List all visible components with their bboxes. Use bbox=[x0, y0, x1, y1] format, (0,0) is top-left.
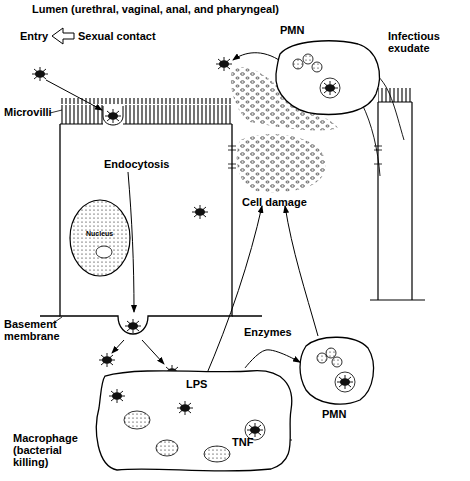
part-label: Infectious exudate bbox=[388, 30, 460, 54]
macrophage-nucleus bbox=[204, 446, 230, 462]
gonococcus bbox=[192, 205, 208, 219]
cell-outline bbox=[60, 124, 232, 334]
release-arrow bbox=[233, 53, 282, 62]
endocytic-pit bbox=[103, 106, 123, 125]
signal-arrow bbox=[245, 350, 300, 368]
epithelial-cell bbox=[370, 102, 425, 300]
cell-membrane bbox=[96, 371, 291, 471]
cell-membrane bbox=[300, 337, 374, 404]
entry-arrow bbox=[52, 28, 74, 44]
part-label: Enzymes bbox=[244, 326, 292, 338]
pmn-nucleus-lobe bbox=[293, 59, 303, 69]
phagosome bbox=[320, 78, 340, 98]
gonococcus bbox=[109, 389, 125, 403]
gonococcus bbox=[177, 401, 193, 415]
gonococcus bbox=[322, 81, 338, 95]
pmn-nucleus-lobe bbox=[317, 353, 327, 363]
macrophage-nucleus bbox=[124, 411, 150, 429]
part-label: TNF bbox=[232, 436, 253, 448]
cell-label: PMN bbox=[322, 408, 346, 420]
part-label: LPS bbox=[186, 378, 207, 390]
phagosome bbox=[335, 372, 355, 392]
lps-arrow bbox=[205, 206, 262, 378]
microvilli bbox=[60, 98, 232, 124]
endocytosis-arrow bbox=[128, 172, 134, 312]
part-label: Cell damage bbox=[242, 196, 307, 208]
cell-nucleus bbox=[70, 200, 130, 276]
part-label: Endocytosis bbox=[104, 158, 169, 170]
transcytosis-arrow bbox=[112, 340, 124, 353]
gonococcus bbox=[125, 319, 141, 333]
apical-membrane bbox=[60, 124, 232, 125]
cell-outline bbox=[272, 22, 384, 116]
gonococcus bbox=[105, 109, 121, 123]
gonococcus bbox=[216, 57, 232, 71]
cell-debris bbox=[237, 134, 326, 192]
nucleolus bbox=[96, 246, 112, 258]
macrophage-nucleus bbox=[156, 440, 178, 456]
gonococcus bbox=[99, 353, 115, 367]
pmn-nucleus-lobe bbox=[312, 62, 322, 72]
cell-contents bbox=[109, 389, 265, 462]
cell-contents bbox=[293, 54, 340, 98]
part-label: Basement membrane bbox=[4, 318, 60, 342]
pmn-nucleus-lobe bbox=[326, 348, 336, 358]
leader-line bbox=[50, 110, 62, 113]
cell-label: PMN bbox=[280, 24, 304, 36]
endocytic-pit-gap bbox=[103, 104, 123, 125]
cell-label: Macrophage (bacterial killing) bbox=[13, 432, 93, 468]
gonococcus bbox=[32, 67, 48, 81]
cell-contents bbox=[317, 348, 355, 392]
neutrophil-cell: PMN bbox=[300, 334, 376, 428]
entry-arrow-line bbox=[46, 80, 102, 110]
part-label: Sexual contact bbox=[78, 30, 156, 42]
transcytosis-arrow bbox=[142, 340, 164, 364]
diagram-title: Lumen (urethral, vaginal, anal, and phar… bbox=[32, 3, 279, 15]
basement-membrane bbox=[40, 315, 262, 316]
gonococcus bbox=[247, 423, 263, 437]
enzyme-arrow bbox=[285, 206, 318, 336]
part-label: Entry bbox=[20, 30, 48, 42]
gonococcus bbox=[337, 375, 353, 389]
part-label: Microvilli bbox=[4, 106, 52, 118]
microvilli bbox=[378, 88, 412, 102]
neutrophil-cell: PMN bbox=[272, 22, 384, 116]
pmn-nucleus-lobe bbox=[332, 357, 342, 367]
pmn-nucleus-lobe bbox=[303, 54, 313, 64]
cell-membrane bbox=[276, 41, 380, 115]
part-label: Nucleus bbox=[86, 230, 113, 238]
